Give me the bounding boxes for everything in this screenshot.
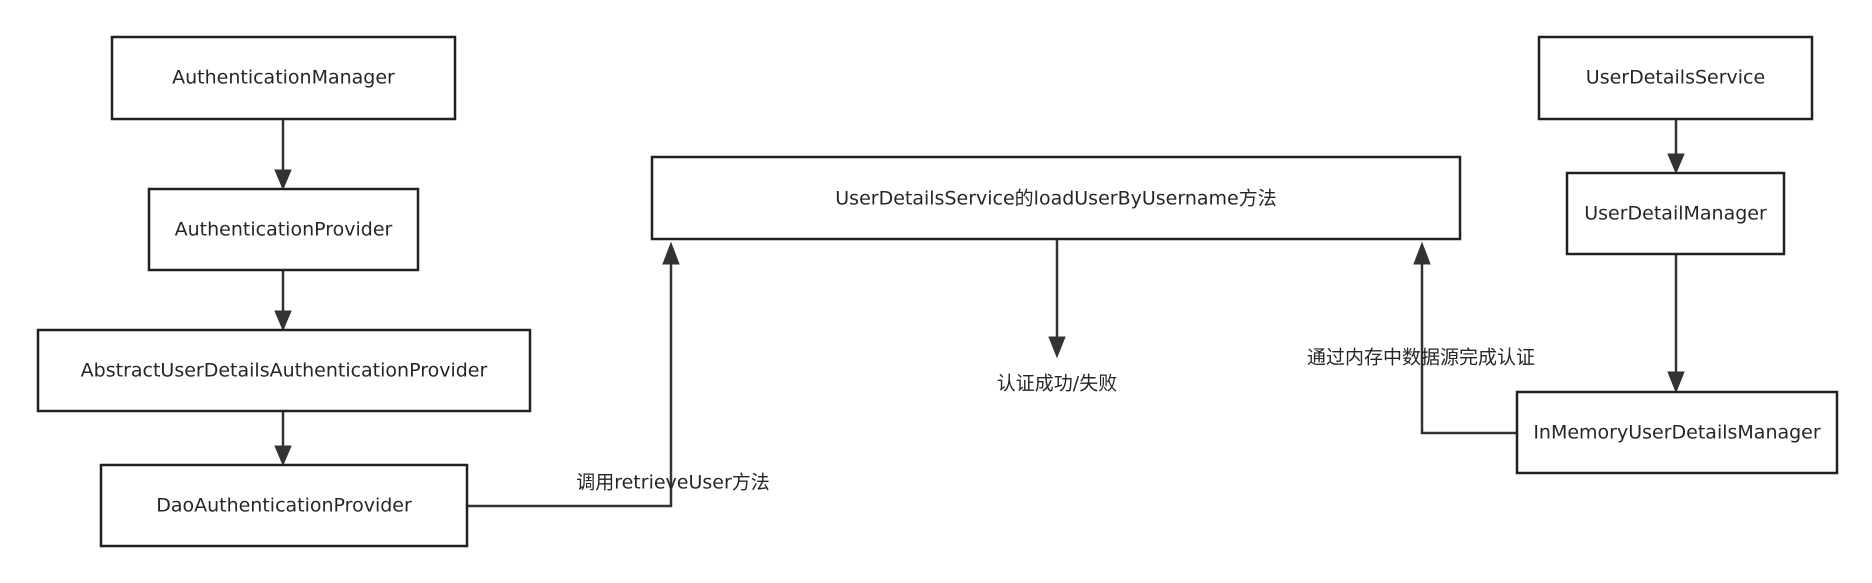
node-label: AuthenticationManager	[172, 67, 395, 89]
arrowhead-abstract	[274, 310, 292, 332]
node-authentication-provider: AuthenticationProvider	[147, 187, 420, 272]
node-authentication-manager: AuthenticationManager	[110, 35, 457, 121]
node-label: UserDetailManager	[1584, 203, 1767, 225]
edge-label-in-memory-auth: 通过内存中数据源完成认证	[1307, 347, 1535, 369]
node-label: AbstractUserDetailsAuthenticationProvide…	[81, 360, 488, 382]
result-text: 认证成功/失败	[997, 373, 1117, 395]
node-user-details-service: UserDetailsService	[1537, 35, 1814, 121]
edges	[274, 119, 1685, 508]
arrowhead-load-user-right	[1413, 241, 1431, 265]
node-label: UserDetailsService的loadUserByUsername方法	[835, 188, 1276, 210]
node-load-user-by-username: UserDetailsService的loadUserByUsername方法	[650, 155, 1462, 241]
arrowhead-dao	[274, 445, 292, 467]
arrowhead-detail-manager	[1667, 153, 1685, 175]
arrowhead-load-user-left	[662, 241, 680, 265]
node-label: AuthenticationProvider	[175, 219, 393, 241]
node-label: DaoAuthenticationProvider	[156, 495, 412, 517]
node-label: InMemoryUserDetailsManager	[1533, 422, 1821, 444]
node-dao-authentication-provider: DaoAuthenticationProvider	[99, 463, 469, 548]
node-user-detail-manager: UserDetailManager	[1565, 171, 1786, 256]
arrowhead-result	[1048, 336, 1066, 359]
arrowhead-provider	[274, 169, 292, 191]
node-in-memory-user-details-manager: InMemoryUserDetailsManager	[1515, 390, 1839, 475]
arrowhead-in-memory	[1667, 371, 1685, 394]
edge-label-retrieve-user: 调用retrieveUser方法	[576, 472, 770, 494]
edge-dao-to-load-user	[467, 262, 673, 508]
node-label: UserDetailsService	[1586, 67, 1765, 89]
edge-in-memory-to-load-user	[1420, 262, 1517, 435]
node-abstract-user-details-authentication-provider: AbstractUserDetailsAuthenticationProvide…	[36, 328, 532, 413]
